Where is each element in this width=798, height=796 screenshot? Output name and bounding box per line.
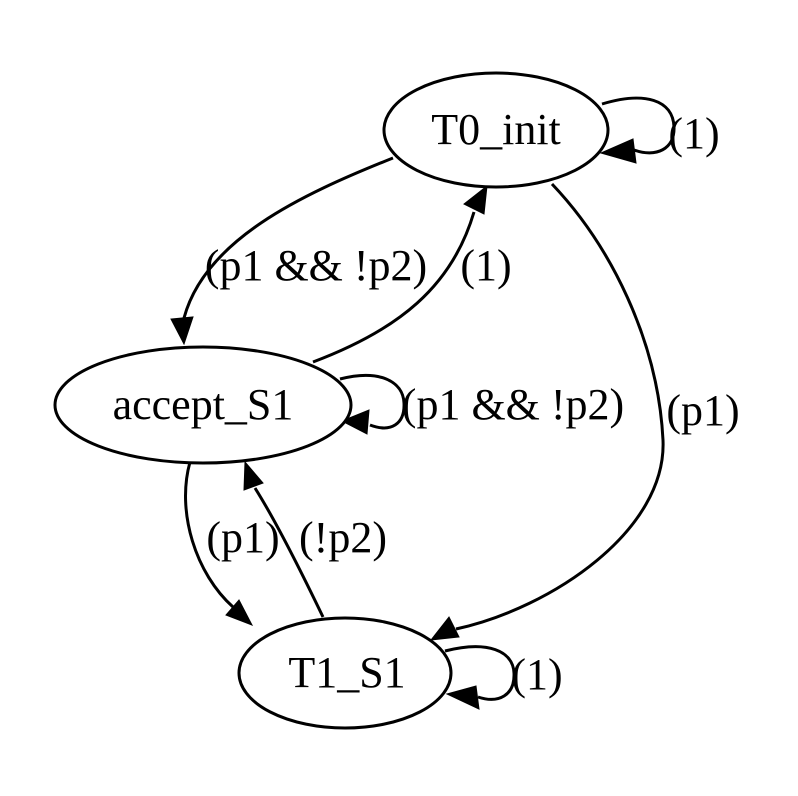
state-label-t0-init: T0_init (431, 105, 561, 154)
edge-label-accepts1-self: (p1 && !p2) (402, 380, 624, 429)
edge-accepts1-to-t0init-path (312, 211, 476, 364)
arrowhead-accepts1-to-t0init (463, 184, 488, 215)
edge-t1s1-self-path (444, 645, 516, 701)
edge-accepts1-to-t0init: (1) (312, 184, 512, 364)
edge-label-accepts1-to-t1s1: (p1) (206, 513, 279, 562)
state-label-t1-s1: T1_S1 (288, 648, 405, 697)
edge-t0init-to-accepts1: (p1 && !p2) (170, 156, 427, 346)
arrowhead-accepts1-self (340, 409, 370, 435)
edge-t0init-to-t1s1: (p1) (429, 182, 740, 641)
arrowhead-t0init-self (599, 138, 637, 164)
edge-t1s1-self: (1) (444, 645, 563, 710)
edge-accepts1-self-path (339, 374, 406, 430)
edge-label-t0init-self: (1) (668, 109, 719, 158)
state-ellipse-t1-s1 (237, 616, 453, 730)
state-ellipse-accept-s1 (53, 345, 353, 465)
state-node-t0-init: T0_init (382, 71, 610, 189)
edge-label-t1s1-to-accepts1: (!p2) (299, 513, 387, 562)
edge-accepts1-to-t1s1: (p1) (184, 461, 280, 626)
edge-label-t0init-to-t1s1: (p1) (666, 386, 739, 435)
edge-label-t1s1-self: (1) (511, 650, 562, 699)
edge-accepts1-to-t1s1-path (184, 461, 234, 609)
arrowhead-t0init-to-accepts1 (170, 316, 194, 346)
edge-t0init-self-path (601, 96, 676, 155)
edge-accepts1-self: (p1 && !p2) (339, 374, 624, 435)
edge-label-t0init-to-accepts1: (p1 && !p2) (205, 241, 427, 290)
arrowhead-accepts1-to-t1s1 (225, 599, 254, 626)
edge-t0init-to-accepts1-path (182, 156, 394, 319)
arrowhead-t1s1-self (445, 685, 480, 710)
edge-t1s1-to-accepts1: (!p2) (243, 460, 387, 618)
state-node-t1-s1: T1_S1 (237, 616, 453, 730)
state-ellipse-t0-init (382, 71, 610, 189)
state-node-accept-s1: accept_S1 (53, 345, 353, 465)
edge-label-accepts1-to-t0init: (1) (460, 241, 511, 290)
arrowhead-t1s1-to-accepts1 (243, 460, 264, 491)
edge-t0init-to-t1s1-path (455, 182, 665, 631)
edge-t1s1-to-accepts1-path (253, 487, 325, 618)
edge-t0init-self: (1) (599, 96, 720, 164)
arrowhead-t0init-to-t1s1 (429, 616, 460, 641)
state-label-accept-s1: accept_S1 (113, 380, 294, 429)
